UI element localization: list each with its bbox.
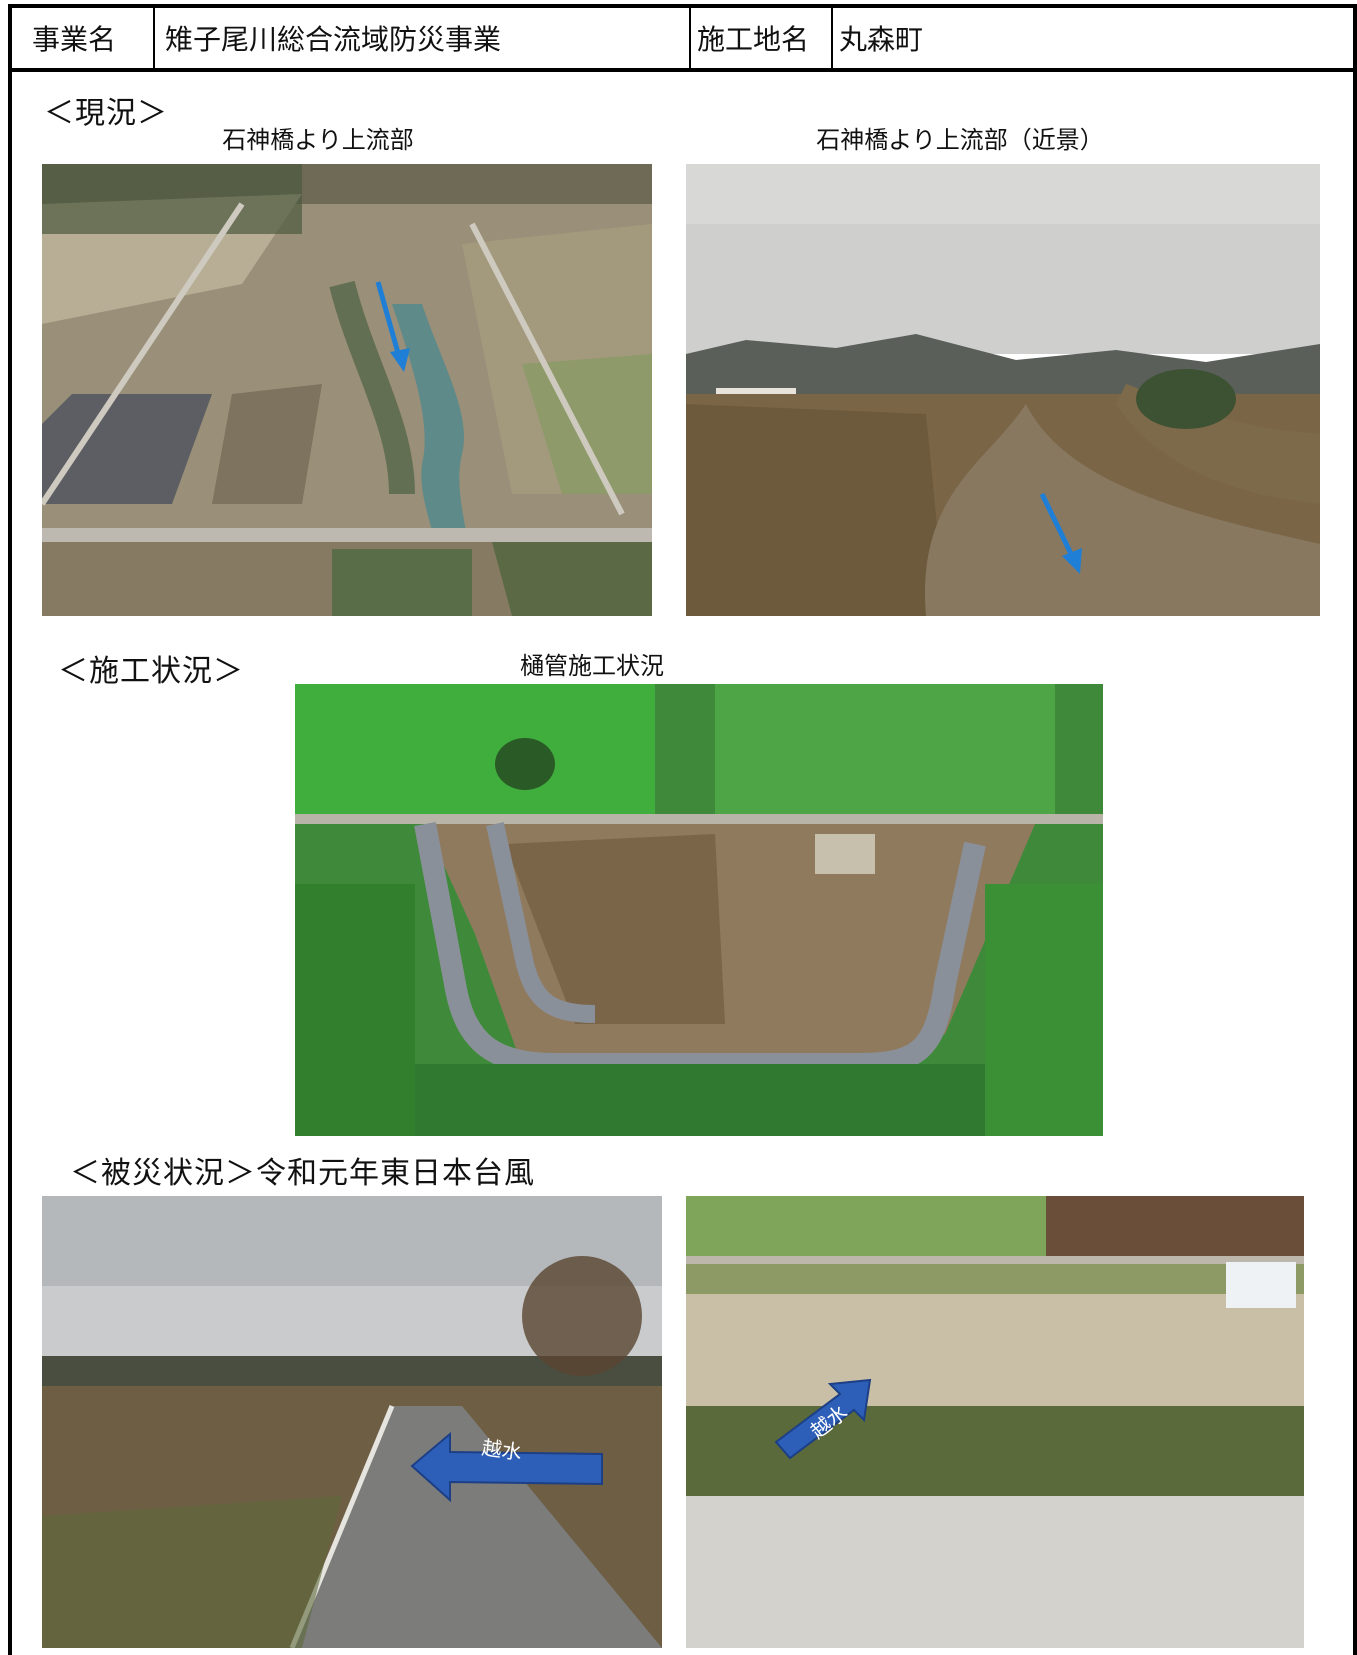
section-damage: ＜被災状況＞令和元年東日本台風 [70, 1156, 535, 1191]
photo-sluice-construction [295, 684, 1103, 1136]
caption-photo1: 石神橋より上流部 [222, 126, 414, 154]
caption-photo2: 石神橋より上流部（近景） [816, 126, 1104, 154]
photo-upstream-closeup [686, 164, 1320, 616]
photo-damage-field: 越水 [686, 1196, 1304, 1648]
caption-photo3: 樋管施工状況 [520, 652, 664, 680]
header-table: 事業名 雉子尾川総合流域防災事業 施工地名 丸森町 [8, 4, 1357, 72]
site-name: 丸森町 [839, 23, 924, 56]
section-construction: ＜施工状況＞ [58, 654, 244, 689]
section-current: ＜現況＞ [44, 96, 168, 131]
project-name: 雉子尾川総合流域防災事業 [155, 8, 691, 68]
document-frame [8, 4, 1357, 1655]
overflow-arrow-2 [774, 1378, 872, 1460]
project-label: 事業名 [12, 8, 155, 68]
photo-upstream-aerial [42, 164, 652, 616]
site-label: 施工地名 [691, 8, 833, 68]
overflow-label-1: 越水 [480, 1435, 524, 1465]
photo-damage-road: 越水 [42, 1196, 662, 1648]
